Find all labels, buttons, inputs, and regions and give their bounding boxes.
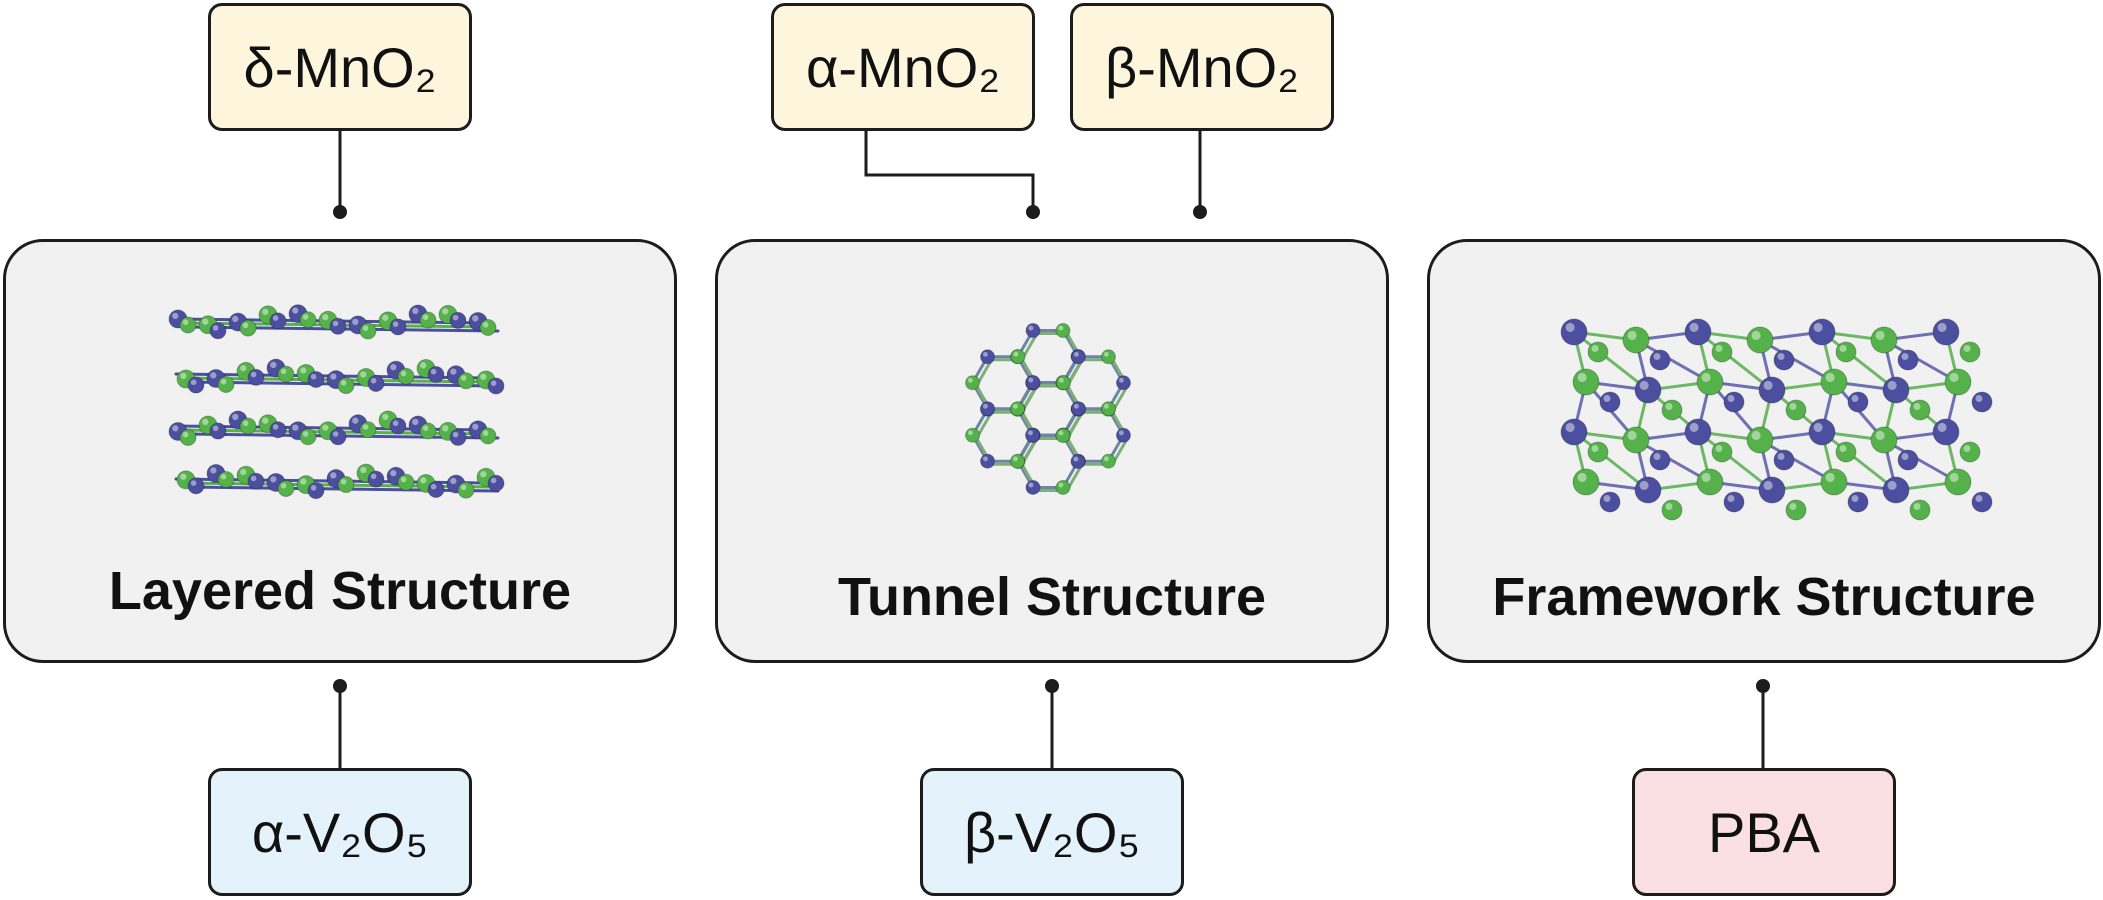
connector-dot xyxy=(333,205,347,219)
connector-dot xyxy=(1045,679,1059,693)
tunnel-structure-image xyxy=(965,323,1131,495)
label-delta-mno2: δ-MnO₂ xyxy=(208,3,472,131)
tunnel-structure-box: Tunnel Structure xyxy=(715,239,1389,663)
connector-dot xyxy=(1193,205,1207,219)
framework-structure-title: Framework Structure xyxy=(1492,567,2036,627)
label-alpha-v2o5: α-V₂O₅ xyxy=(208,768,472,896)
layered-structure-box: Layered Structure xyxy=(3,239,677,663)
framework-structure-box: Framework Structure xyxy=(1427,239,2101,663)
layered-structure-image xyxy=(168,304,505,500)
framework-structure-image xyxy=(1560,318,1993,521)
label-beta-mno2: β-MnO₂ xyxy=(1070,3,1334,131)
label-beta-v2o5: β-V₂O₅ xyxy=(920,768,1184,896)
connector-dot xyxy=(1026,205,1040,219)
label-pba: PBA xyxy=(1632,768,1896,896)
tunnel-structure-title: Tunnel Structure xyxy=(837,567,1267,627)
layered-structure-title: Layered Structure xyxy=(108,561,572,621)
connector-alpha-mno2 xyxy=(864,130,1035,212)
label-alpha-mno2: α-MnO₂ xyxy=(771,3,1035,131)
connector-dot xyxy=(333,679,347,693)
connector-dot xyxy=(1756,679,1770,693)
